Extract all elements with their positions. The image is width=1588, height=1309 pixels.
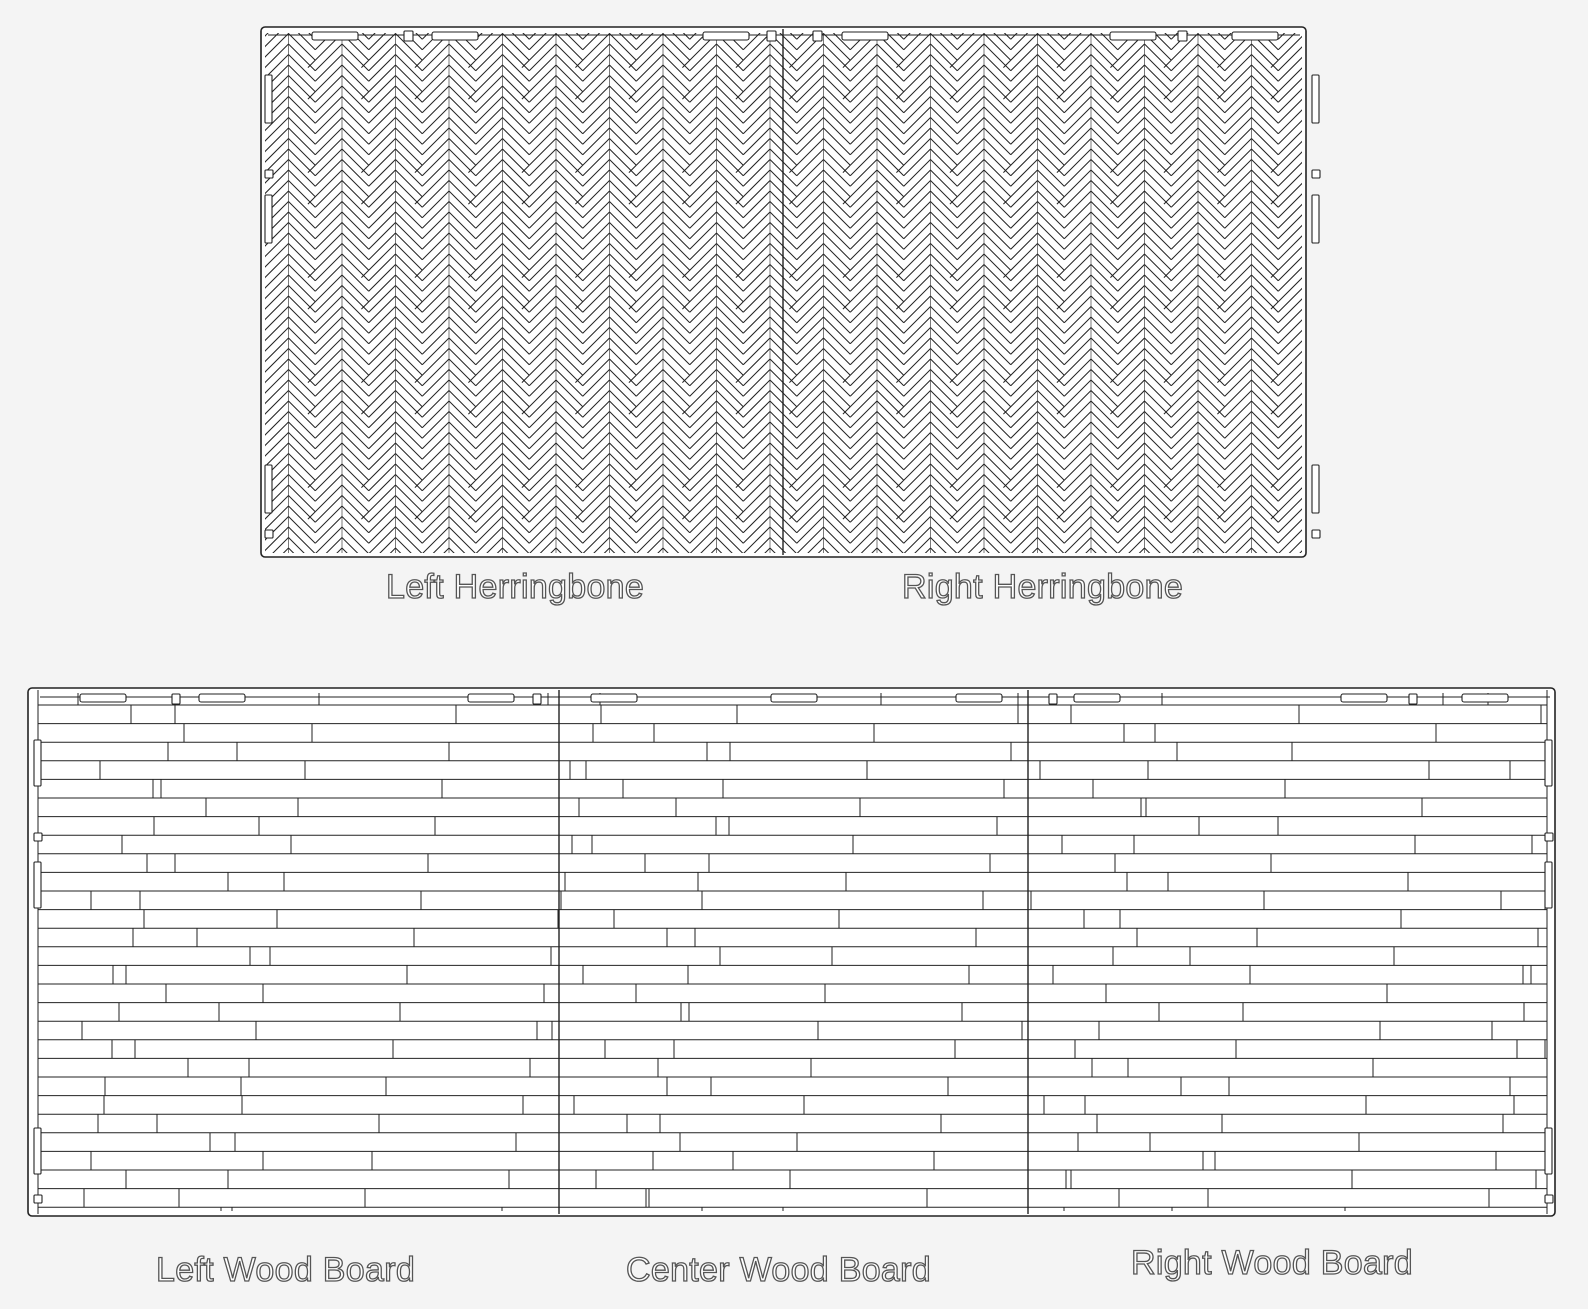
wood-board-panel (27, 687, 1556, 1217)
herringbone-panel (260, 26, 1321, 558)
label-right-wood-board: Right Wood Board (1130, 1243, 1413, 1282)
label-left-herringbone: Left Herringbone (385, 567, 645, 606)
wood-board-pattern (38, 693, 1547, 1211)
wood-board-panel-frame (27, 687, 1556, 1217)
wood-board-hardware (33, 693, 1554, 1204)
label-right-herringbone: Right Herringbone (901, 567, 1184, 606)
label-left-wood-board: Left Wood Board (155, 1250, 416, 1289)
herringbone-hardware (264, 30, 1321, 539)
label-center-wood-board: Center Wood Board (625, 1250, 931, 1289)
